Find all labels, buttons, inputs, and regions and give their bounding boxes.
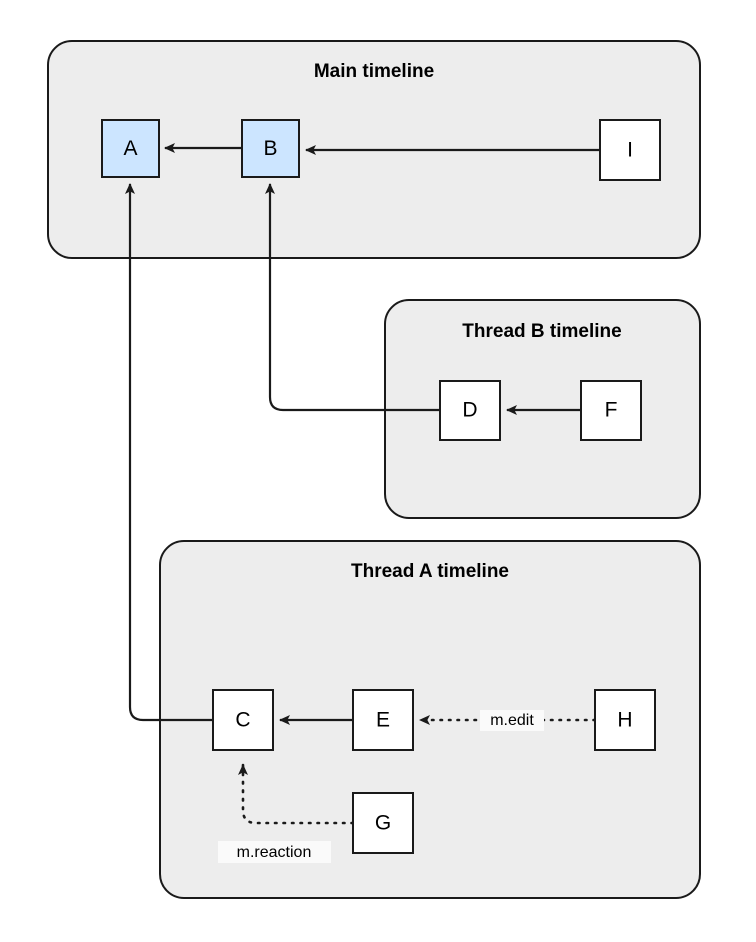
- node-h[interactable]: H: [594, 689, 656, 751]
- edge-c-to-a: [125, 183, 213, 722]
- node-h-box: [594, 689, 656, 751]
- node-f-label: F: [605, 399, 618, 422]
- node-a-label: A: [123, 137, 137, 160]
- edge-label-m-reaction-backdrop: [218, 841, 331, 863]
- edge-label-m-reaction-text: m.reaction: [237, 844, 312, 861]
- node-c-box: [212, 689, 274, 751]
- node-b-box: [241, 119, 300, 178]
- edge-label-m-edit-text: m.edit: [490, 712, 534, 729]
- node-c[interactable]: C: [212, 689, 274, 751]
- edge-label-m-reaction: m.reaction: [218, 841, 331, 863]
- group-thread-a-timeline-title: Thread A timeline: [351, 561, 509, 582]
- node-d[interactable]: D: [439, 380, 501, 441]
- node-d-label: D: [462, 399, 477, 422]
- edge-g-to-c: [238, 763, 355, 825]
- node-g[interactable]: G: [352, 792, 414, 854]
- node-a-box: [101, 119, 160, 178]
- node-c-label: C: [235, 709, 250, 732]
- node-i-label: I: [627, 139, 633, 162]
- node-d-box: [439, 380, 501, 441]
- edge-label-m-edit: m.edit: [480, 710, 544, 731]
- node-f-box: [580, 380, 642, 441]
- group-thread-b-timeline-title: Thread B timeline: [462, 321, 621, 342]
- node-h-label: H: [617, 709, 632, 732]
- node-f[interactable]: F: [580, 380, 642, 441]
- node-g-label: G: [375, 812, 391, 835]
- edge-label-m-edit-backdrop: [480, 710, 544, 731]
- node-b-label: B: [263, 137, 277, 160]
- node-e-label: E: [376, 709, 390, 732]
- node-g-box: [352, 792, 414, 854]
- node-i-box: [599, 119, 661, 181]
- node-b[interactable]: B: [241, 119, 300, 178]
- group-main-timeline-title: Main timeline: [314, 61, 434, 82]
- node-e[interactable]: E: [352, 689, 414, 751]
- edge-d-to-b: [265, 183, 440, 412]
- node-i[interactable]: I: [599, 119, 661, 181]
- node-e-box: [352, 689, 414, 751]
- node-a[interactable]: A: [101, 119, 160, 178]
